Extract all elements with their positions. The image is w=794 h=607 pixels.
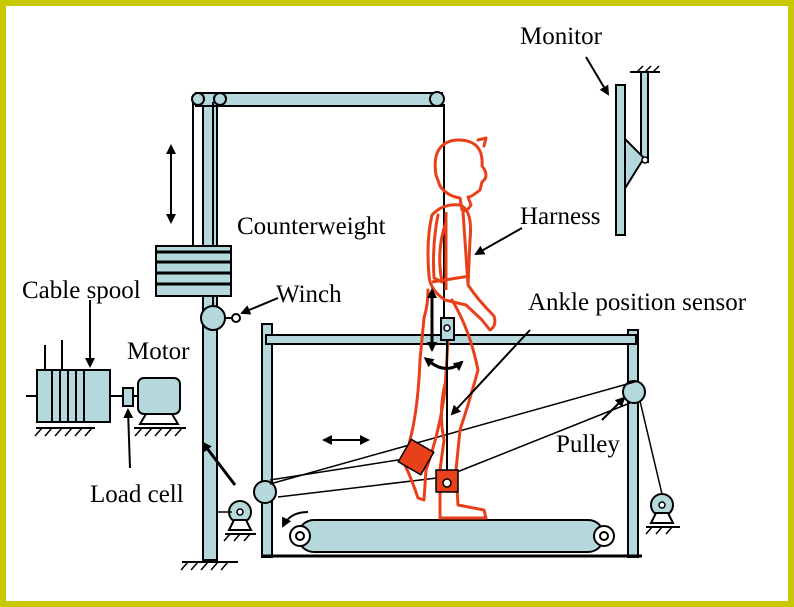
sensor-rotation-arrow: [423, 357, 464, 372]
pulley-left-upper: [253, 480, 277, 504]
overhead-beam: [191, 91, 445, 107]
column-leader-arrow: [201, 441, 237, 486]
motor: [134, 377, 186, 437]
support-column: [180, 97, 238, 571]
harness-leader-arrow: [474, 227, 523, 255]
harness: [431, 211, 471, 290]
pulley-left-lower: [223, 500, 256, 542]
load-cell-leader-arrow: [123, 408, 134, 469]
winch: [200, 305, 241, 331]
pulley-right-upper: [622, 380, 646, 404]
load-cell: [110, 387, 140, 407]
label-pulley: Pulley: [556, 431, 620, 458]
label-motor: Motor: [127, 338, 190, 365]
label-ankle-position-sensor: Ankle position sensor: [528, 289, 747, 316]
label-counterweight: Counterweight: [237, 213, 386, 240]
winch-leader-arrow: [240, 297, 279, 315]
pulley-leader-arrow: [601, 396, 626, 421]
counterweight: [155, 245, 232, 297]
monitor-leader-arrow: [585, 56, 610, 96]
treadmill-belt: [289, 519, 615, 553]
label-load-cell: Load cell: [90, 481, 184, 508]
cable-spool: [26, 340, 111, 437]
belt-rotation-arrow: [282, 511, 309, 528]
pulley-right-lower: [645, 493, 680, 535]
ankle-sensor-leader-arrow: [450, 329, 531, 416]
label-harness: Harness: [520, 203, 601, 230]
ankle-position-sensor: [397, 317, 459, 493]
treadmill-cables: [218, 380, 663, 513]
label-monitor: Monitor: [520, 23, 603, 50]
monitor: [615, 65, 660, 236]
label-cable-spool: Cable spool: [22, 277, 141, 304]
label-winch: Winch: [276, 281, 342, 308]
